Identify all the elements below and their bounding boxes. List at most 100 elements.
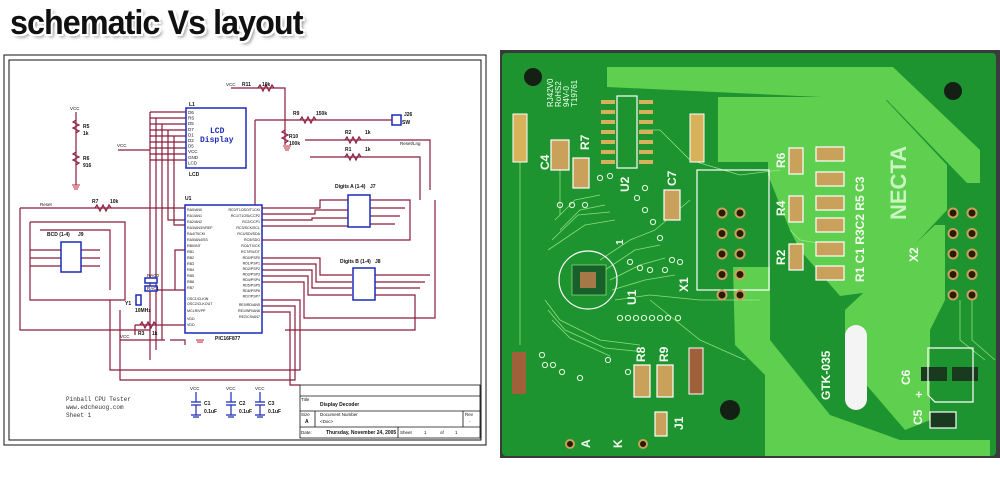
c1-value: 0.1uF	[204, 409, 217, 415]
x1-hole	[716, 289, 728, 301]
c3-value: 0.1uF	[268, 409, 281, 415]
lcd-part: LCD	[189, 172, 200, 178]
x2-hole	[966, 228, 978, 239]
silk-gtk-035: GTK-035	[819, 350, 833, 400]
lcd-pin-label: D2	[188, 138, 194, 143]
x2-hole	[966, 269, 978, 280]
silk-r4: R4	[774, 200, 788, 216]
vcc-label-3: VCC	[117, 143, 127, 148]
fab-marks: RJ42V0 RoHS2 94V-0 T19761	[546, 78, 579, 107]
mcu-pin-right: RD2/PSP2	[243, 267, 260, 271]
c6-outline	[927, 347, 974, 403]
via	[648, 314, 656, 322]
tb-sheets: 1	[455, 430, 458, 435]
x2-hole	[966, 289, 978, 301]
r10-ref: R10	[289, 134, 298, 140]
mcu-pin-right: RC6/TX/CK	[241, 244, 260, 248]
crystal-symbol	[135, 294, 142, 306]
via	[581, 201, 589, 209]
mcu-pin-left: RA2/AN2	[187, 220, 202, 224]
mcu-pin-right: RD3/PSP3	[243, 273, 260, 277]
capacitor-c2: VCC C2 0.1uF	[226, 386, 252, 418]
vcc-label: VCC	[226, 82, 236, 87]
silk-c6: C6	[899, 369, 913, 385]
via	[541, 361, 549, 369]
mcu-pin-right: RD0/PSP0	[243, 256, 260, 260]
j9-ref: J9	[78, 232, 84, 238]
j8-ref: J8	[375, 259, 381, 265]
mcu-pin-right: RC1/T1OSI/CCP2	[231, 214, 260, 218]
mcu-pin-left: VDD	[187, 317, 195, 321]
via	[632, 314, 640, 322]
silk-plus: +	[912, 391, 926, 398]
u2-pads	[601, 100, 653, 164]
via	[640, 314, 648, 322]
silk-r2: R2	[774, 249, 788, 265]
silk-a: A	[579, 439, 593, 448]
mcu-pin-left: RA3/AN3/VREF	[187, 226, 213, 230]
silk-x1: X1	[677, 277, 691, 292]
mcu-pin-left: RB7	[187, 286, 194, 290]
lcd-pin-label: D1	[188, 132, 194, 137]
pad-k	[638, 439, 648, 449]
mcu-symbol	[184, 204, 263, 334]
x2-hole	[947, 269, 959, 280]
silk-c7: C7	[665, 170, 679, 186]
mcu-pin-left: VDD	[187, 323, 195, 327]
via	[633, 194, 641, 202]
c1-ref: C1	[204, 401, 211, 407]
mcu-pin-right: RC2/CCP1	[242, 220, 260, 224]
edge-contact-3	[688, 347, 704, 395]
copper-pour-top	[607, 67, 980, 183]
through-holes	[538, 172, 978, 382]
r6-value: 916	[83, 163, 92, 169]
via	[641, 206, 649, 214]
mcu-pin-left: RA5/AN4/SS	[187, 238, 208, 242]
mcu-pin-right: RD1/PSP1	[243, 262, 260, 266]
mcu-pin-left: RB0/INT	[187, 244, 202, 248]
copper-pour-bottom	[733, 267, 990, 456]
ground-symbols	[72, 145, 291, 343]
note-2: www.edcheuog.com	[66, 404, 124, 411]
r9-ref: R9	[293, 111, 300, 117]
x1-hole	[734, 248, 746, 260]
via	[624, 368, 632, 376]
tb-rev-label: Rev	[465, 412, 474, 417]
tb-size-label: Size	[301, 412, 310, 417]
mcu-pin-labels: RA0/AN0RA1/AN1RA2/AN2RA3/AN3/VREFRA4/T0C…	[187, 208, 261, 327]
mcu-pin-left: RA4/T0CKI	[187, 232, 205, 236]
r11-ref: R11	[242, 82, 251, 88]
mcu-pin-left: RB3	[187, 262, 194, 266]
note-1: Pinball CPU Tester	[66, 396, 131, 403]
edge-contact-2	[689, 113, 705, 163]
mcu-pin-left: RB6	[187, 280, 194, 284]
silk-r6: R6	[774, 152, 788, 168]
title-block	[299, 384, 481, 439]
r5-value: 1k	[83, 131, 89, 137]
tb-date-label: Date:	[301, 430, 312, 435]
mcu-pin-right: RC5/SDO	[244, 238, 260, 242]
via	[668, 256, 676, 264]
silk-c5: C5	[911, 409, 925, 425]
fab-mark-2: RoHS2	[554, 81, 563, 107]
heading: schematic Vs layout	[10, 4, 303, 42]
smd-pads	[550, 139, 978, 437]
mcu-pin-left: MCLR/VPP	[187, 309, 206, 313]
c1-vcc: VCC	[190, 386, 200, 391]
net-reset: Reset	[40, 202, 53, 207]
via	[538, 351, 546, 359]
mounting-hole-3	[720, 400, 740, 420]
mcu-pin-right: RD5/PSP5	[243, 284, 260, 288]
mcu-pin-right: RC4/SDI/SDA	[237, 232, 260, 236]
mcu-part: PIC16F877	[215, 336, 241, 342]
x1-hole	[734, 269, 746, 280]
r3-value: 1k	[152, 331, 158, 337]
switch-j26	[391, 114, 402, 126]
edge-contact-1	[512, 113, 528, 163]
tb-title: Display Decoder	[320, 402, 359, 408]
r1-value: 1k	[365, 147, 371, 153]
tb-size: A	[305, 419, 309, 425]
via	[556, 201, 564, 209]
x1-hole	[716, 269, 728, 280]
via	[626, 258, 634, 266]
